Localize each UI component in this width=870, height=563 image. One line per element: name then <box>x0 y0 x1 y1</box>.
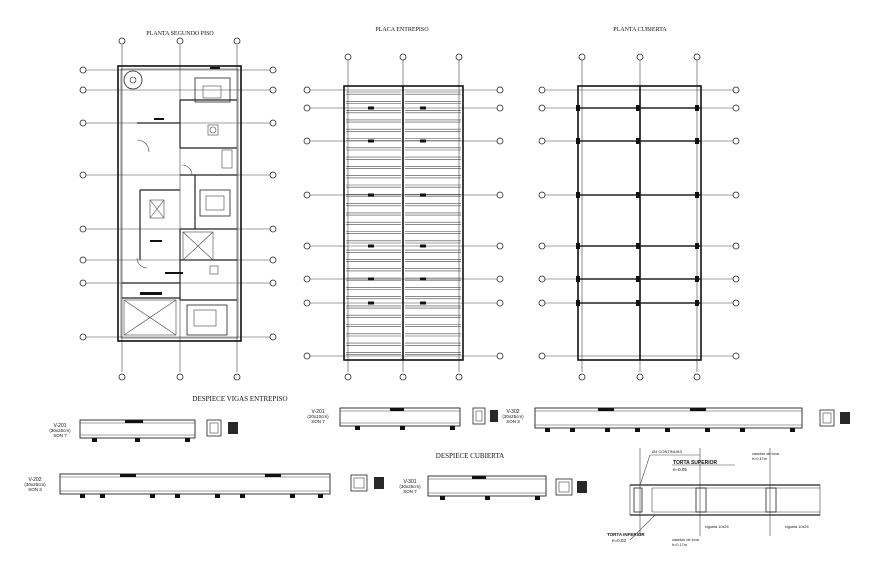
roof-column-mark <box>576 192 580 198</box>
title-beams-slab: DESPIECE VIGAS ENTREPISO <box>192 395 287 403</box>
title-roof-plan: PLANTA CUBIERTA <box>613 27 667 33</box>
roof-column-mark <box>576 243 580 249</box>
beam-v202: V-202 (30x25cm) SON 3 <box>24 473 384 498</box>
beam-v201b-code: V-201 <box>311 409 324 415</box>
plan-roof <box>538 53 740 381</box>
roof-column-mark <box>636 105 640 111</box>
roof-column-mark <box>636 276 640 282</box>
roof-column-mark <box>636 243 640 249</box>
plan-slab <box>303 53 504 381</box>
detail-continuous-mesh: Ø4 CONTINUAS <box>652 449 682 454</box>
slab-beam-mark <box>368 277 374 281</box>
beam-v301-size: (30x25cm) <box>399 484 421 489</box>
beam-v302: V-302 (30x25cm) SON 3 <box>502 407 850 432</box>
title-beams-roof: DESPIECE CUBIERTA <box>436 452 504 460</box>
detail-top-height: h=0.17m <box>752 457 767 461</box>
detail-bottom-formwork: casetón de lona <box>672 538 700 542</box>
roof-column-mark <box>695 300 699 306</box>
beam-v202-size: (30x25cm) <box>24 482 46 487</box>
roof-column-mark <box>695 192 699 198</box>
beam-v301: V-301 (30x25cm) SON 7 <box>399 475 587 500</box>
title-slab-plan: PLACA ENTREPISO <box>375 27 429 33</box>
roof-column-mark <box>695 243 699 249</box>
detail-joist-a: vigueta 10x25 <box>705 525 729 529</box>
slab-beam-mark <box>420 139 426 143</box>
beam-v202-code: V-202 <box>28 477 41 483</box>
roof-column-mark <box>636 300 640 306</box>
roof-column-mark <box>695 138 699 144</box>
beam-v302-size: (30x25cm) <box>502 414 524 419</box>
detail-bottom-thickness: e=0.03 <box>612 538 626 543</box>
roof-column-mark <box>695 105 699 111</box>
slab-beam-mark <box>368 106 374 110</box>
slab-beam-mark <box>420 301 426 305</box>
roof-column-mark <box>695 276 699 282</box>
beam-v201b: V-201 (20x10cm) SON 7 <box>307 407 498 430</box>
roof-column-mark <box>576 300 580 306</box>
slab-beam-mark <box>368 139 374 143</box>
slab-beam-mark <box>368 301 374 305</box>
detail-bottom-slab: TORTA INFERIOR <box>607 532 645 537</box>
slab-beam-mark <box>420 244 426 248</box>
slab-beam-mark <box>368 244 374 248</box>
slab-beam-mark <box>420 277 426 281</box>
roof-column-mark <box>576 276 580 282</box>
beam-v201-size: (30x25cm) <box>49 428 71 433</box>
title-plan-second-floor: PLANTA SEGUNDO PISO <box>146 31 214 37</box>
beam-v302-code: V-302 <box>506 409 519 415</box>
beam-v201-qty: SON 7 <box>53 433 67 438</box>
plan-second-floor <box>79 37 277 381</box>
beam-v201: V-201 (30x25cm) SON 7 <box>49 419 238 442</box>
beam-v201b-size: (20x10cm) <box>307 414 329 419</box>
roof-column-mark <box>576 105 580 111</box>
beam-v201b-qty: SON 7 <box>311 419 325 424</box>
slab-beam-mark <box>420 106 426 110</box>
beam-v201-code: V-201 <box>53 423 66 429</box>
beam-v302-qty: SON 3 <box>506 419 520 424</box>
slab-beam-mark <box>368 193 374 197</box>
roof-column-mark <box>576 138 580 144</box>
detail-bottom-height: h=0.17m <box>672 543 687 547</box>
roof-column-mark <box>636 138 640 144</box>
detail-joist-b: vigueta 10x25 <box>785 525 809 529</box>
beam-v202-qty: SON 3 <box>28 487 42 492</box>
slab-beam-mark <box>420 193 426 197</box>
detail-top-formwork: casetón de lona <box>752 452 780 456</box>
beam-v301-qty: SON 7 <box>403 489 417 494</box>
slab-section-detail: Ø4 CONTINUAS TORTA SUPERIOR e=0.05 caset… <box>607 448 821 547</box>
roof-column-mark <box>636 192 640 198</box>
beam-v301-code: V-301 <box>403 479 416 485</box>
detail-top-thickness: e=0.05 <box>673 467 687 472</box>
detail-top-slab: TORTA SUPERIOR <box>673 460 717 466</box>
